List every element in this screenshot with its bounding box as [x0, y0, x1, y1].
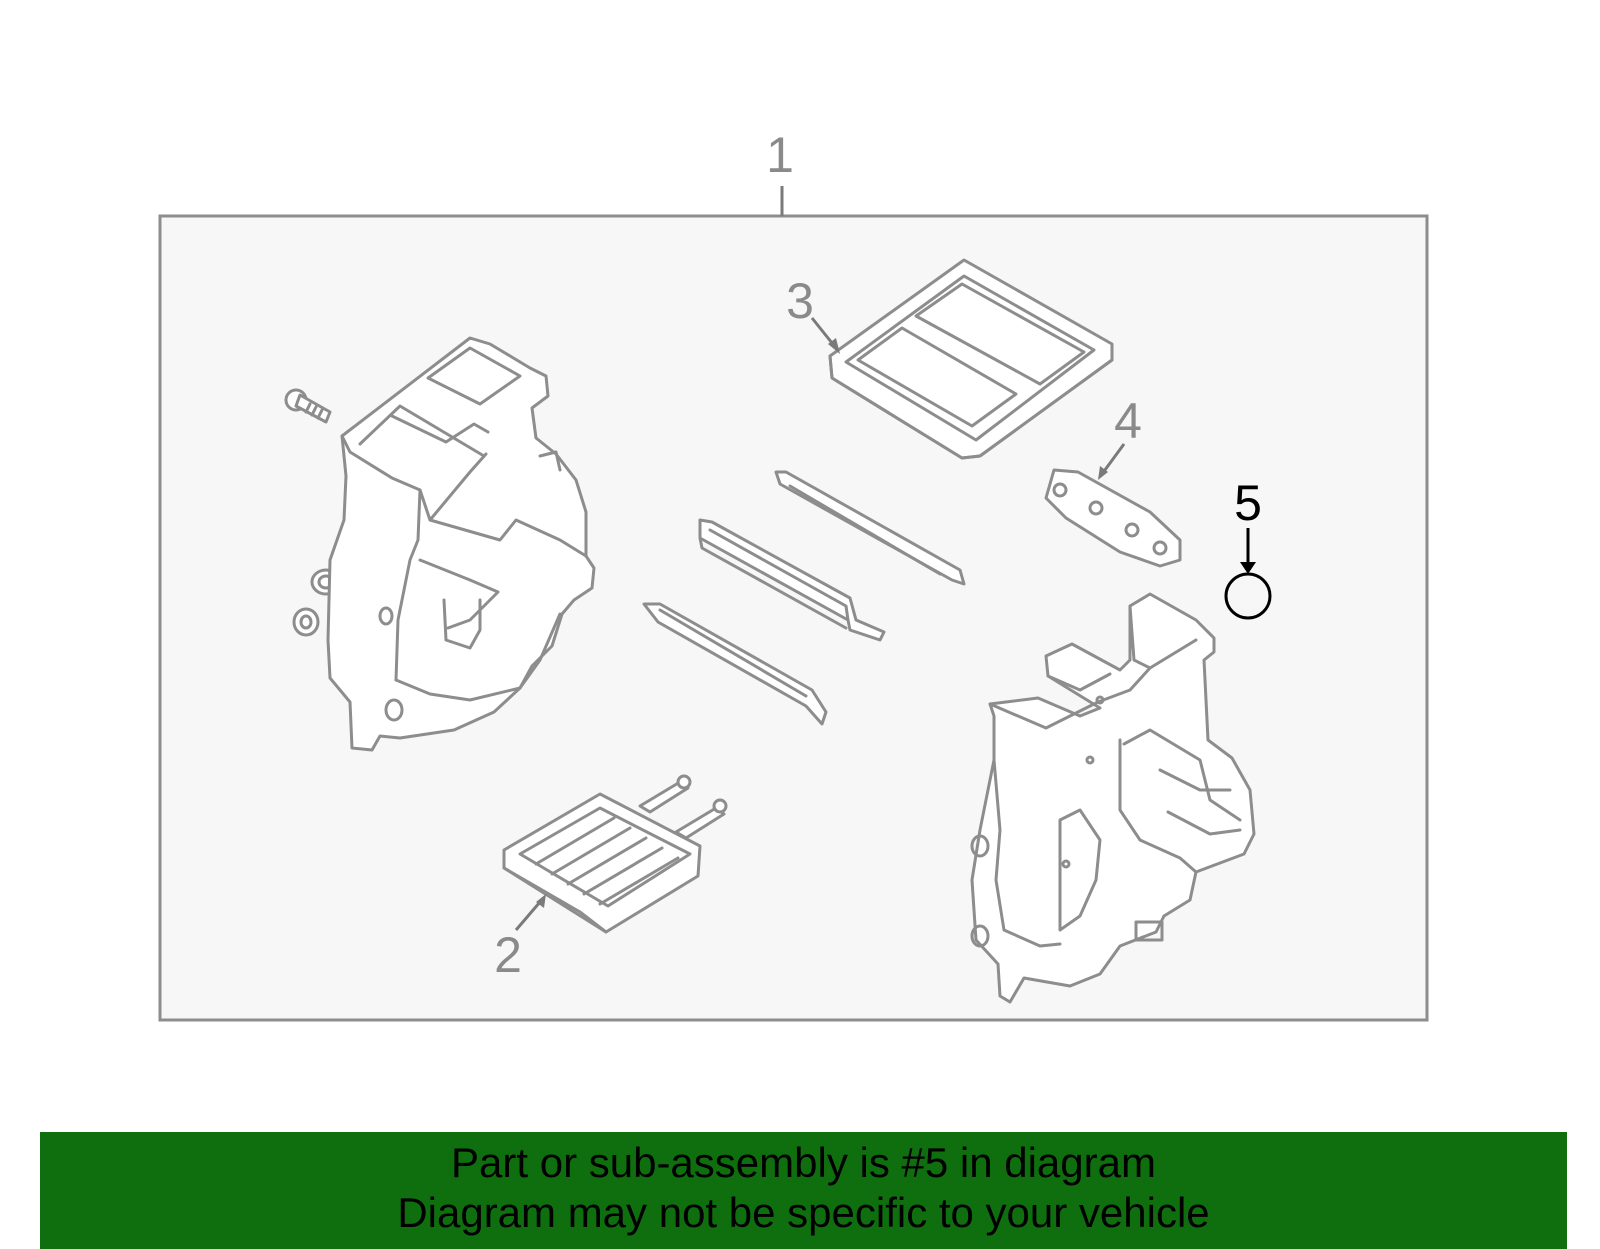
- banner-part-note: Part or sub-assembly is #5 in diagram: [451, 1139, 1156, 1186]
- heater-core-part: [502, 774, 728, 934]
- gasket-part: [1044, 468, 1182, 568]
- filter-frame-part: [828, 258, 1114, 460]
- callout-5: 5: [1234, 475, 1262, 531]
- left-housing-part: [326, 336, 596, 752]
- leader-5-arrow: [1240, 562, 1256, 574]
- callout-1: 1: [766, 127, 794, 183]
- screw-part: [284, 388, 332, 424]
- callout-2: 2: [494, 927, 522, 983]
- info-banner: Part or sub-assembly is #5 in diagram Di…: [40, 1132, 1567, 1249]
- leader-2: [514, 901, 542, 931]
- o-ring-part-5: [1224, 572, 1272, 620]
- right-housing-part: [970, 592, 1256, 1004]
- callout-3: 3: [786, 273, 814, 329]
- door-flap-middle: [698, 518, 886, 642]
- leader-4: [1100, 443, 1126, 475]
- callout-4: 4: [1114, 393, 1142, 449]
- banner-disclaimer: Diagram may not be specific to your vehi…: [397, 1189, 1210, 1236]
- door-flap-upper: [774, 470, 966, 586]
- door-flap-lower: [642, 602, 828, 726]
- parts-diagram: 1 3: [158, 127, 1429, 1022]
